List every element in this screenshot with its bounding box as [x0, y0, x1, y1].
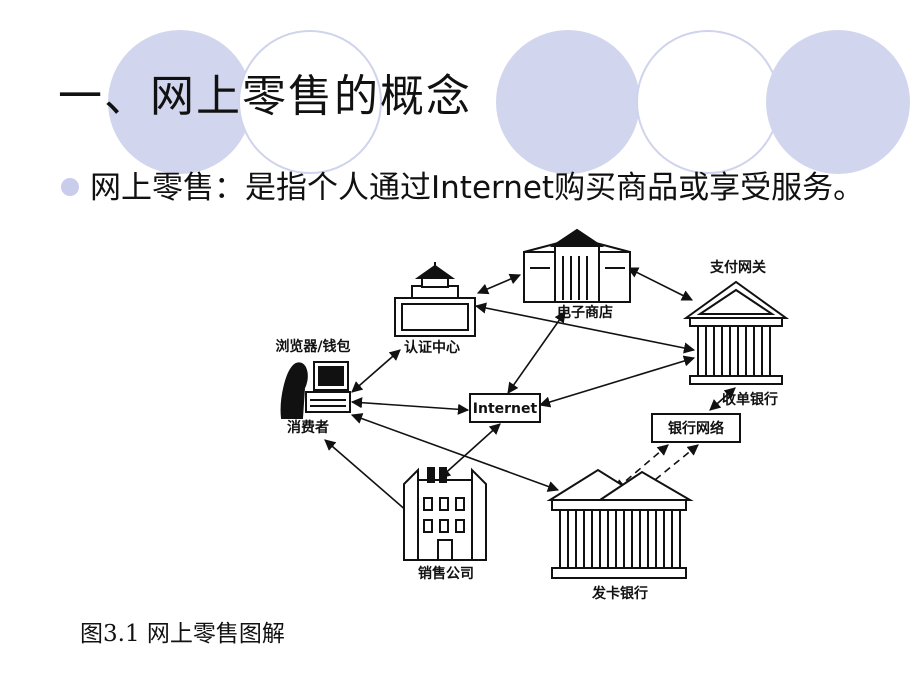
e-merchant-label: 电子商店	[557, 304, 613, 321]
internet-node: Internet	[469, 393, 541, 423]
cert-center-icon	[394, 262, 476, 337]
page-title: 一、网上零售的概念	[58, 71, 472, 122]
payment-gateway-label: 支付网关	[709, 259, 766, 276]
sales-company-label: 销售公司	[418, 565, 474, 582]
bullet-text: 网上零售：是指个人通过Internet购买商品或享受服务。	[90, 170, 865, 206]
decor-circle-3	[496, 30, 640, 174]
cert-center-label: 认证中心	[404, 339, 460, 356]
decor-circle-1	[108, 30, 252, 174]
decor-circle-5	[766, 30, 910, 174]
bullet-icon	[61, 178, 79, 196]
issuing-bank-icon	[546, 468, 694, 579]
figure-caption: 图3.1 网上零售图解	[80, 621, 285, 647]
arrow-internet-gateway	[538, 355, 696, 408]
decor-circle-2	[238, 30, 382, 174]
bank-network-node: 银行网络	[651, 413, 741, 443]
issuing-bank-label: 发卡银行	[591, 585, 648, 602]
arrow-consumer-issuer	[350, 413, 560, 492]
browser-wallet-label: 浏览器/钱包	[275, 338, 350, 355]
sales-company-icon	[403, 467, 487, 561]
consumer-label: 消费者	[287, 419, 329, 436]
payment-gateway-icon	[682, 280, 790, 385]
arrow-merchant-gateway	[626, 267, 694, 301]
acquiring-bank-label: 收单银行	[722, 391, 778, 408]
arrow-consumer-internet	[350, 397, 470, 415]
internet-label: Internet	[473, 401, 538, 417]
arrow-sales-consumer	[324, 439, 409, 513]
arrow-internet-merchant	[507, 311, 566, 394]
arrow-cert-merchant	[476, 273, 522, 295]
arrow-consumer-cert	[351, 349, 401, 393]
arrow-gateway-network	[709, 387, 736, 411]
consumer-icon	[280, 361, 351, 419]
e-merchant-icon	[523, 228, 631, 303]
bank-network-label: 银行网络	[668, 420, 724, 437]
